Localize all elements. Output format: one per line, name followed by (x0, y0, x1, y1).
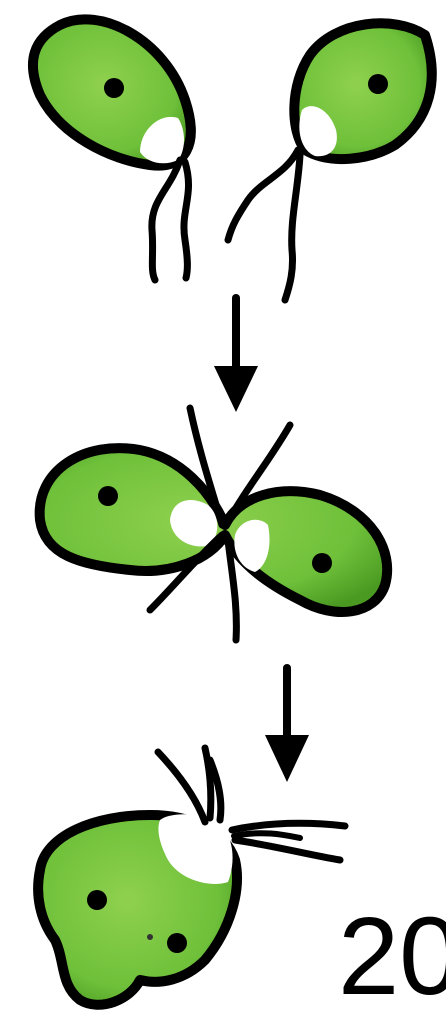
gamete-cell-left (33, 19, 191, 280)
flagellum-icon (285, 155, 300, 300)
nucleus-dot (368, 74, 388, 94)
nucleus-dot (312, 553, 332, 573)
nucleus-dot (167, 933, 187, 953)
nucleus-dot (98, 486, 118, 506)
flagellum-icon (184, 162, 189, 278)
flagellum-icon (228, 150, 298, 240)
flagellum-icon (152, 160, 180, 280)
nucleus-dot (87, 890, 107, 910)
nucleus-dot (104, 78, 124, 98)
flagellum-icon (235, 840, 340, 860)
fusing-cells (40, 408, 388, 640)
down-arrow-icon (265, 668, 309, 782)
corner-label: 20 (338, 902, 446, 1012)
down-arrow-icon (214, 298, 258, 412)
small-dot (147, 934, 153, 940)
flagellum-icon (234, 833, 300, 838)
flagellum-icon (232, 823, 345, 830)
zygote-cell (38, 748, 345, 1005)
gamete-cell-right (228, 23, 432, 300)
